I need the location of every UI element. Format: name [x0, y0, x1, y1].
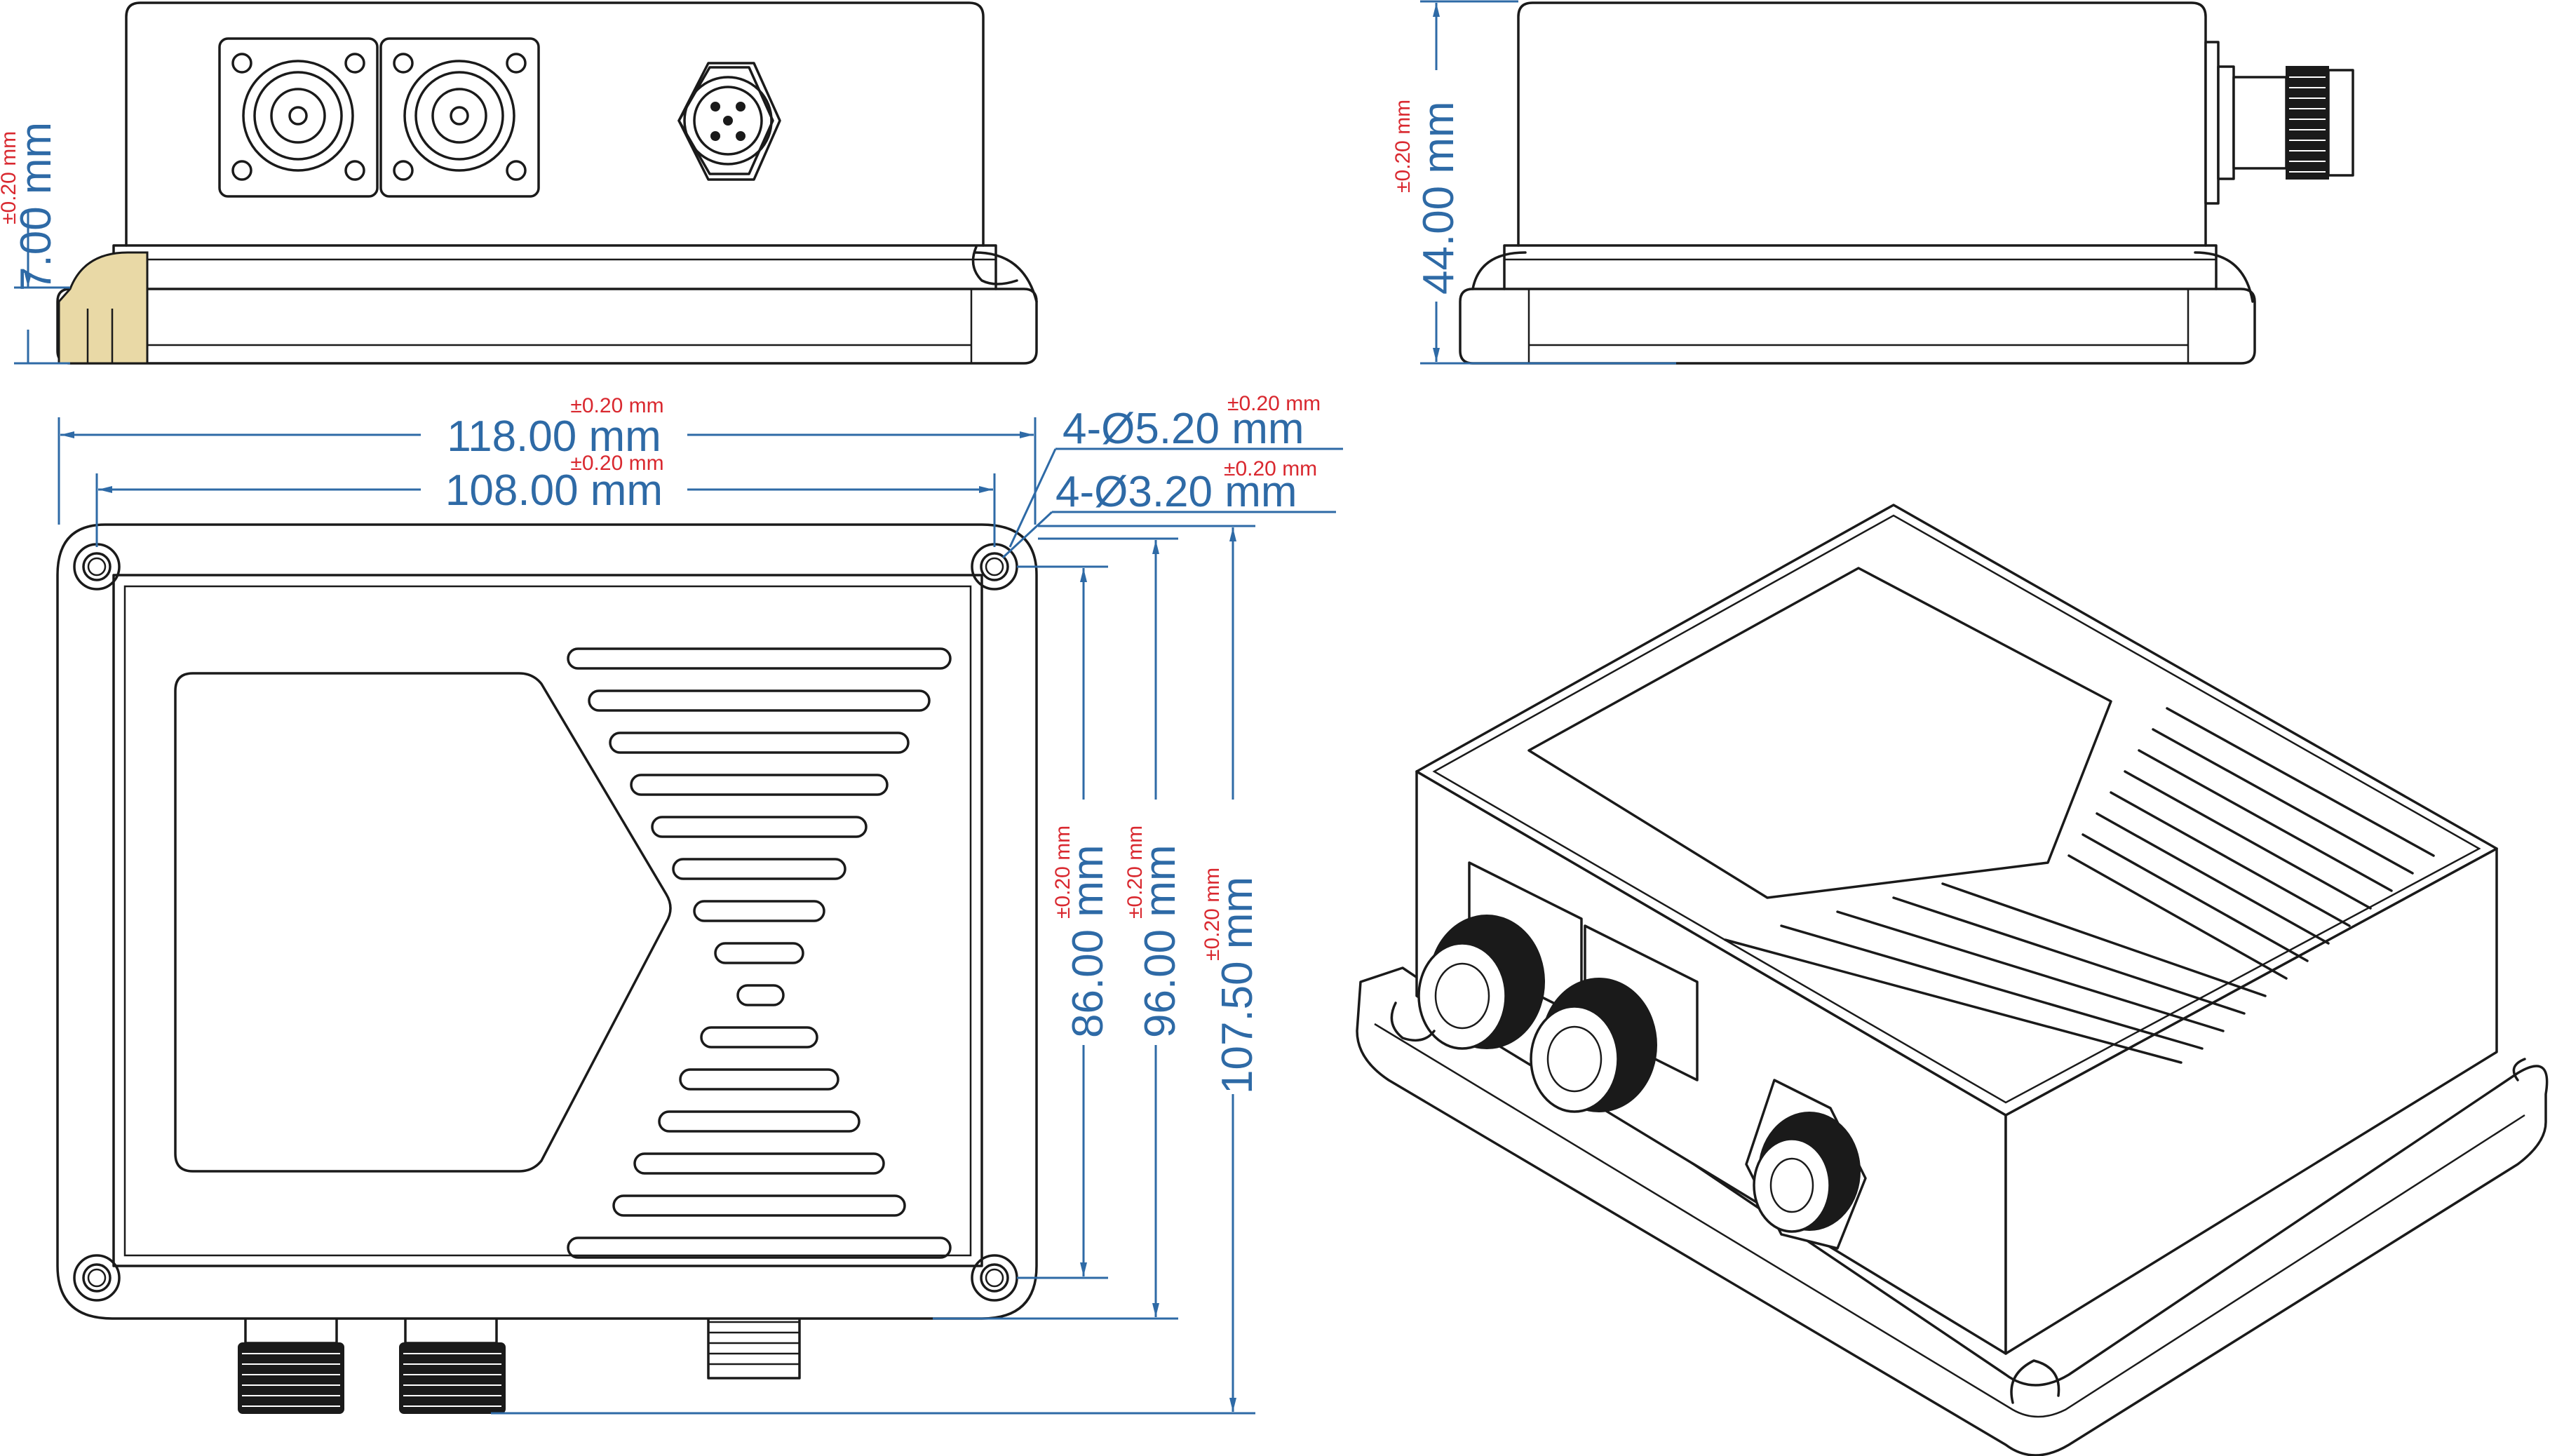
- dimension-hole-pitch-width: 108.00 mm ±0.20 mm: [95, 452, 996, 547]
- dim-outer-hole-tolerance: ±0.20 mm: [1227, 392, 1321, 415]
- dim-outer-hole-value: 4-Ø5.20 mm: [1062, 405, 1304, 453]
- dim-total-height-value: 44.00 mm: [1415, 101, 1463, 295]
- front-view: [56, 1, 1038, 365]
- dim-base-height-value: 7.00 mm: [12, 122, 60, 291]
- isometric-view: [1356, 504, 2549, 1456]
- dim-overall-width-tolerance: ±0.20 mm: [570, 394, 663, 417]
- dim-overall-depth-value: 107.50 mm: [1213, 877, 1262, 1094]
- dim-hole-pitch-depth-value: 86.00 mm: [1064, 844, 1112, 1038]
- dim-body-depth-value: 96.00 mm: [1136, 844, 1185, 1038]
- dim-overall-width-value: 118.00 mm: [447, 412, 661, 461]
- dim-hole-pitch-width-tolerance: ±0.20 mm: [570, 452, 663, 475]
- dim-inner-hole-value: 4-Ø3.20 mm: [1055, 468, 1297, 516]
- dimension-total-height: 44.00 mm ±0.20 mm: [1391, 0, 1676, 365]
- iso-vent-slots: [1724, 707, 2435, 1064]
- dimension-overall-width: 118.00 mm ±0.20 mm: [58, 394, 1037, 525]
- dim-body-depth-tolerance: ±0.20 mm: [1124, 825, 1147, 919]
- dimension-overall-depth: 107.50 mm ±0.20 mm: [491, 525, 1262, 1415]
- vent-slots: [567, 647, 952, 1259]
- dim-base-height-tolerance: ±0.20 mm: [0, 131, 20, 224]
- dim-hole-pitch-width-value: 108.00 mm: [445, 466, 663, 515]
- side-view: [1459, 1, 2354, 365]
- dim-overall-depth-tolerance: ±0.20 mm: [1201, 868, 1224, 961]
- dim-inner-hole-tolerance: ±0.20 mm: [1224, 457, 1317, 480]
- dim-hole-pitch-depth-tolerance: ±0.20 mm: [1051, 825, 1074, 919]
- dimension-base-height: 7.00 mm ±0.20 mm: [0, 122, 70, 365]
- top-view: [56, 523, 1038, 1414]
- dim-total-height-tolerance: ±0.20 mm: [1391, 100, 1415, 193]
- dimension-holes: 4-Ø5.20 mm ±0.20 mm 4-Ø3.20 mm ±0.20 mm: [1001, 392, 1343, 559]
- dimension-hole-pitch-depth: 86.00 mm ±0.20 mm: [1017, 565, 1112, 1279]
- dimension-body-depth: 96.00 mm ±0.20 mm: [933, 537, 1185, 1320]
